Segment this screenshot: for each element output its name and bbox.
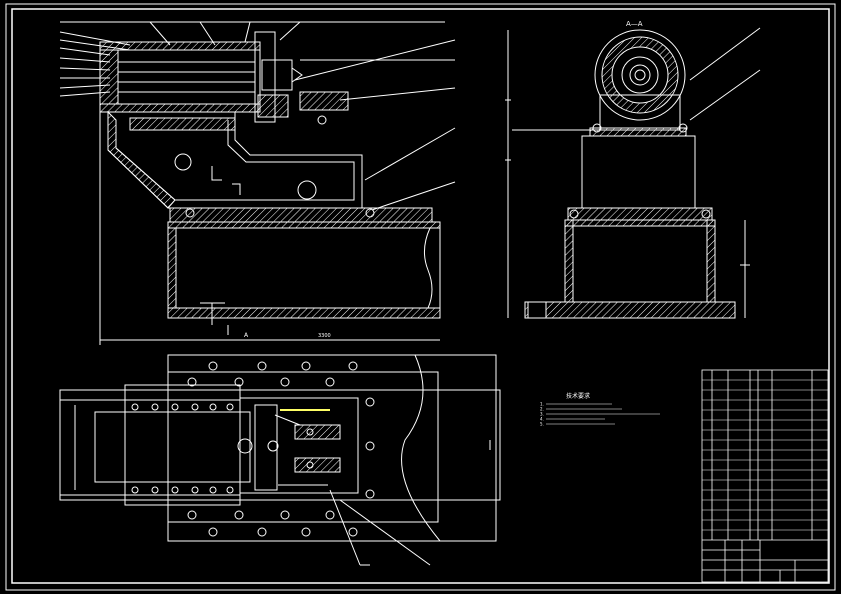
tech-req-title: 技术要求 — [566, 392, 590, 400]
base-box — [167, 221, 441, 319]
tech-req-line-3: 3. — [540, 412, 544, 417]
tech-req-line-2: 2. — [540, 407, 544, 412]
tech-req-line-1: 1. — [540, 402, 544, 407]
side-foot — [524, 301, 736, 319]
overall-width-dim: 3300 — [318, 333, 331, 339]
top-plate — [124, 384, 241, 506]
base-plate — [169, 207, 433, 223]
outer-frame — [5, 3, 836, 591]
leader-lines-left — [59, 21, 445, 97]
tech-req-line-5: 5. — [540, 422, 544, 427]
section-mark-a: A — [244, 332, 249, 339]
cylinder — [99, 41, 261, 113]
tech-req-line-4: 4. — [540, 417, 544, 422]
side-base — [564, 219, 716, 303]
tech-requirements: 技术要求 1.2.3.4.5. — [540, 392, 660, 427]
top-view — [59, 354, 501, 566]
front-view: 3300 A — [59, 21, 456, 345]
view-label: A—A — [626, 20, 643, 28]
side-view: A—A — [505, 20, 761, 319]
bolt-holes-top — [131, 361, 358, 411]
parts-list — [701, 369, 829, 583]
inner-frame — [11, 8, 830, 584]
side-column — [581, 135, 696, 209]
bolt-holes-bottom — [131, 486, 358, 537]
pulley-outer — [594, 29, 686, 121]
